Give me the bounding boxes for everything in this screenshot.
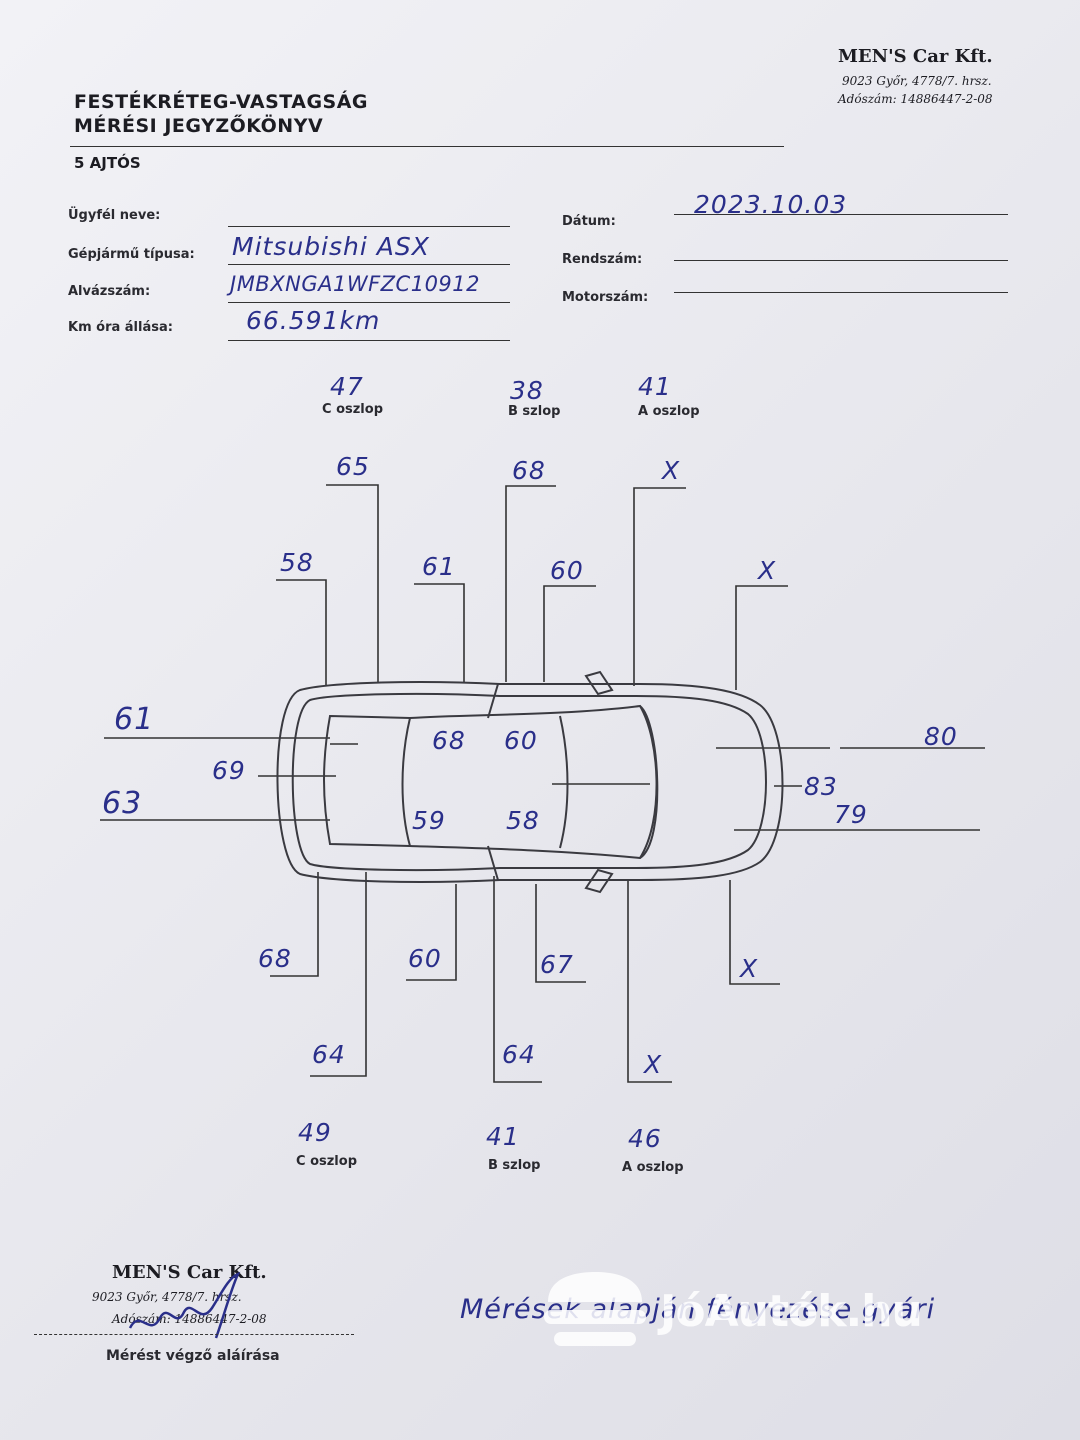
vehicle-type-value[interactable]: Mitsubishi ASX — [232, 232, 430, 261]
document-title-line2: MÉRÉSI JEGYZŐKÖNYV — [74, 115, 324, 137]
measure-right-83: 83 — [804, 772, 838, 801]
measure-bottom-64b: 64 — [502, 1040, 536, 1069]
pillar-bottom-b-label: B szlop — [488, 1158, 541, 1173]
pillar-bottom-a-label: A oszlop — [622, 1160, 684, 1175]
leader-top-68 — [505, 485, 556, 682]
measure-bottom-64a: 64 — [312, 1040, 346, 1069]
measure-top-58: 58 — [280, 548, 314, 577]
pillar-bottom-c-label: C oszlop — [296, 1154, 357, 1169]
engine-line — [674, 292, 1008, 293]
leader-bottom-64a — [310, 872, 367, 1077]
vehicle-type-line — [228, 264, 510, 265]
measure-bottom-x2: X — [644, 1050, 663, 1079]
km-line — [228, 340, 510, 341]
document-title-line1: FESTÉKRÉTEG-VASTAGSÁG — [74, 91, 369, 113]
date-line — [674, 214, 1008, 215]
pillar-top-c-label: C oszlop — [322, 402, 383, 417]
leader-top-58 — [276, 579, 327, 686]
measure-bottom-x1: X — [740, 954, 759, 983]
client-label: Ügyfél neve: — [68, 208, 161, 223]
leader-bottom-x1 — [729, 880, 780, 985]
signature-line — [34, 1334, 354, 1335]
leader-top-x1 — [633, 487, 686, 686]
date-label: Dátum: — [562, 214, 616, 229]
pillar-top-a-value: 41 — [638, 372, 672, 401]
car-outline — [276, 670, 784, 894]
measure-top-61: 61 — [422, 552, 456, 581]
measure-bottom-68: 68 — [258, 944, 292, 973]
measure-top-60: 60 — [550, 556, 584, 585]
measure-left-61: 61 — [114, 702, 155, 737]
measure-left-69: 69 — [212, 756, 246, 785]
measure-roof-60: 60 — [504, 726, 538, 755]
chassis-line — [228, 302, 510, 303]
company-address: 9023 Győr, 4778/7. hrsz. — [842, 74, 992, 88]
stamp-company-name: MEN'S Car Kft. — [112, 1262, 267, 1283]
company-name: MEN'S Car Kft. — [838, 46, 993, 67]
pillar-top-b-value: 38 — [510, 376, 544, 405]
date-value[interactable]: 2023.10.03 — [694, 190, 848, 219]
leader-bottom-64b — [493, 876, 542, 1083]
leader-bottom-68 — [270, 872, 319, 977]
measure-top-68: 68 — [512, 456, 546, 485]
km-label: Km óra állása: — [68, 320, 173, 335]
leader-bottom-67 — [535, 884, 586, 983]
leader-top-65 — [326, 484, 379, 682]
watermark-logo-icon — [544, 1272, 646, 1346]
signature-icon — [128, 1271, 241, 1339]
pillar-bottom-a-value: 46 — [628, 1124, 662, 1153]
measure-roof-68: 68 — [432, 726, 466, 755]
pillar-top-c-value: 47 — [330, 372, 364, 401]
measure-roof-59: 59 — [412, 806, 446, 835]
pillar-top-b-label: B szlop — [508, 404, 561, 419]
engine-label: Motorszám: — [562, 290, 649, 305]
pillar-top-a-label: A oszlop — [638, 404, 700, 419]
header-rule — [70, 146, 784, 147]
client-line — [228, 226, 510, 227]
measure-left-63: 63 — [102, 786, 143, 821]
leader-bottom-x2 — [627, 880, 672, 1083]
watermark-text: JóAutók.hu — [660, 1286, 923, 1337]
leader-top-60 — [543, 585, 596, 682]
plate-line — [674, 260, 1008, 261]
measure-top-x1: X — [662, 456, 681, 485]
leader-top-61 — [414, 583, 465, 682]
measure-right-80: 80 — [924, 722, 958, 751]
measure-roof-58: 58 — [506, 806, 540, 835]
plate-label: Rendszám: — [562, 252, 643, 267]
leader-top-x2 — [735, 585, 788, 690]
signature-label: Mérést végző aláírása — [106, 1348, 280, 1364]
handwritten-note: Mérések alapján fényezése gyári — [460, 1294, 936, 1325]
vehicle-type-label: Gépjármű típusa: — [68, 247, 195, 262]
document-subtitle: 5 AJTÓS — [74, 154, 141, 172]
km-value[interactable]: 66.591km — [246, 306, 381, 335]
measure-top-65: 65 — [336, 452, 370, 481]
stamp-company-tax: Adószám: 14886447-2-08 — [112, 1312, 267, 1326]
chassis-value[interactable]: JMBXNGA1WFZC10912 — [230, 272, 481, 296]
measure-right-79: 79 — [834, 800, 868, 829]
measure-top-x2: X — [758, 556, 777, 585]
stamp-company-address: 9023 Győr, 4778/7. hrsz. — [92, 1290, 242, 1304]
measure-bottom-67: 67 — [540, 950, 574, 979]
pillar-bottom-c-value: 49 — [298, 1118, 332, 1147]
chassis-label: Alvázszám: — [68, 284, 151, 299]
measure-bottom-60: 60 — [408, 944, 442, 973]
pillar-bottom-b-value: 41 — [486, 1122, 520, 1151]
leader-bottom-60 — [406, 884, 457, 981]
company-tax: Adószám: 14886447-2-08 — [838, 92, 993, 106]
